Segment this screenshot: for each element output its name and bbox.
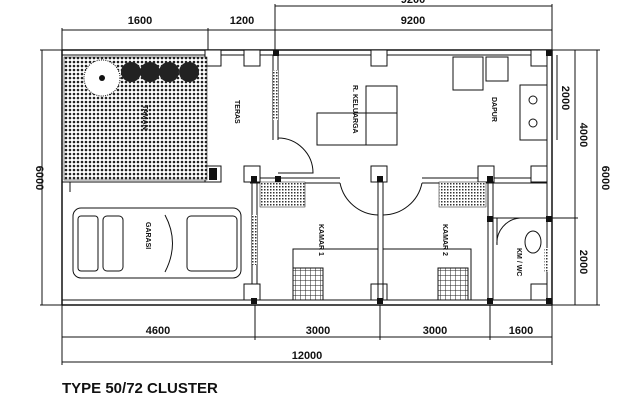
bottom-dimensions: 4600 3000 3000 1600 12000 bbox=[61, 305, 553, 365]
label-kamar1: KAMAR 1 bbox=[317, 224, 324, 256]
label-kamar2: KAMAR 2 bbox=[441, 224, 448, 256]
stove-icon bbox=[519, 84, 548, 141]
label-dapur: DAPUR bbox=[490, 97, 497, 122]
wc-door bbox=[496, 217, 521, 246]
dim-left-6000: 6000 bbox=[33, 166, 45, 190]
shrub-icon bbox=[140, 62, 160, 82]
dim-top-overall: 9200 bbox=[401, 0, 425, 6]
dim-right-6000: 6000 bbox=[599, 166, 611, 190]
dim-top-1200: 1200 bbox=[230, 15, 254, 27]
wardrobe-icon bbox=[438, 181, 487, 208]
label-taman: TAMAN bbox=[141, 105, 148, 130]
dim-top-9200: 9200 bbox=[401, 15, 425, 27]
main-door bbox=[277, 137, 314, 174]
dim-right-2000-a: 2000 bbox=[559, 86, 571, 110]
room-labels: TAMAN TERAS R. KELUARGA DAPUR GARASI KAM… bbox=[141, 85, 522, 276]
top-dimensions: 1600 1200 9200 9200 bbox=[61, 0, 553, 52]
left-dimension: 6000 bbox=[33, 49, 62, 306]
doors bbox=[277, 137, 521, 246]
label-teras: TERAS bbox=[233, 100, 240, 124]
shrub-icon bbox=[159, 62, 179, 82]
wardrobe-icon bbox=[259, 181, 306, 208]
dim-bottom-12000: 12000 bbox=[292, 350, 323, 362]
shrub-icon bbox=[121, 62, 141, 82]
dim-top-1600: 1600 bbox=[128, 15, 152, 27]
label-keluarga: R. KELUARGA bbox=[351, 85, 358, 134]
shrub-icon bbox=[179, 62, 199, 82]
toilet-icon bbox=[524, 230, 542, 254]
plan-title: TYPE 50/72 CLUSTER bbox=[62, 380, 218, 397]
furniture bbox=[72, 56, 548, 301]
dim-bottom-3000-a: 3000 bbox=[306, 325, 330, 337]
car-icon bbox=[72, 207, 242, 279]
dim-right-4000: 4000 bbox=[577, 123, 589, 147]
dim-right-2000-b: 2000 bbox=[577, 250, 589, 274]
label-garasi: GARASI bbox=[144, 222, 151, 249]
kitchen-counter bbox=[452, 56, 484, 91]
kamar1-door bbox=[339, 182, 379, 216]
dim-bottom-4600: 4600 bbox=[146, 325, 170, 337]
kamar2-door bbox=[382, 182, 423, 216]
garden-area bbox=[63, 56, 208, 181]
dim-bottom-1600: 1600 bbox=[509, 325, 533, 337]
dim-bottom-3000-b: 3000 bbox=[423, 325, 447, 337]
label-wc: KM / WC bbox=[515, 248, 522, 276]
sink-icon bbox=[485, 56, 509, 82]
bed-icon bbox=[382, 248, 472, 301]
right-dimensions: 2000 4000 2000 6000 bbox=[552, 49, 611, 306]
